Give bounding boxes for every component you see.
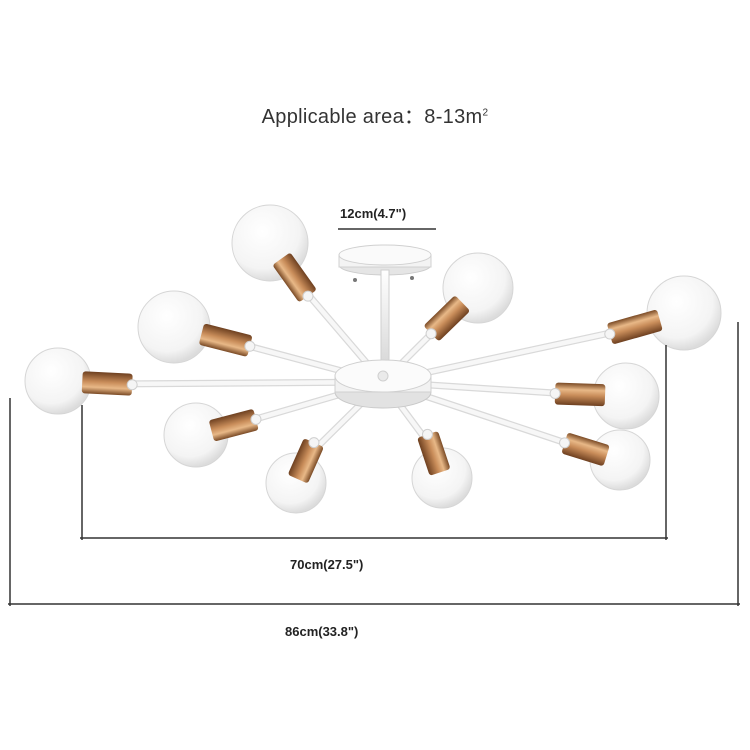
gold-socket — [273, 253, 316, 302]
inner-width-label: 70cm(27.5") — [290, 557, 364, 572]
overall-width-dimension — [8, 322, 740, 606]
socket-cap — [126, 379, 138, 391]
ceiling-canopy — [338, 244, 432, 282]
applicable-area-title: Applicable area：8-13m2 — [261, 106, 489, 128]
canopy-width-label: 12cm(4.7") — [340, 206, 407, 221]
light-bulb — [24, 347, 92, 415]
socket-cap — [250, 413, 262, 425]
down-rod — [380, 269, 390, 366]
socket-cap — [421, 428, 433, 440]
gold-socket — [209, 409, 259, 441]
gold-socket — [417, 431, 450, 476]
socket-cap — [559, 437, 571, 449]
socket-cap — [549, 387, 561, 399]
light-bulb — [137, 290, 211, 364]
central-hub — [334, 359, 432, 409]
socket-cap — [302, 290, 314, 302]
gold-socket — [81, 371, 133, 396]
gold-socket — [199, 323, 252, 357]
inner-width-dimension — [80, 345, 668, 540]
gold-socket — [607, 309, 663, 344]
overall-width-label: 86cm(33.8") — [285, 624, 359, 639]
gold-socket — [288, 439, 324, 483]
socket-cap — [425, 328, 437, 340]
light-bulb — [646, 275, 722, 351]
socket-cap — [604, 328, 616, 340]
socket-cap — [244, 340, 256, 352]
socket-cap — [308, 437, 320, 449]
gold-socket — [424, 296, 470, 341]
gold-socket — [562, 433, 610, 466]
gold-socket — [554, 382, 606, 407]
